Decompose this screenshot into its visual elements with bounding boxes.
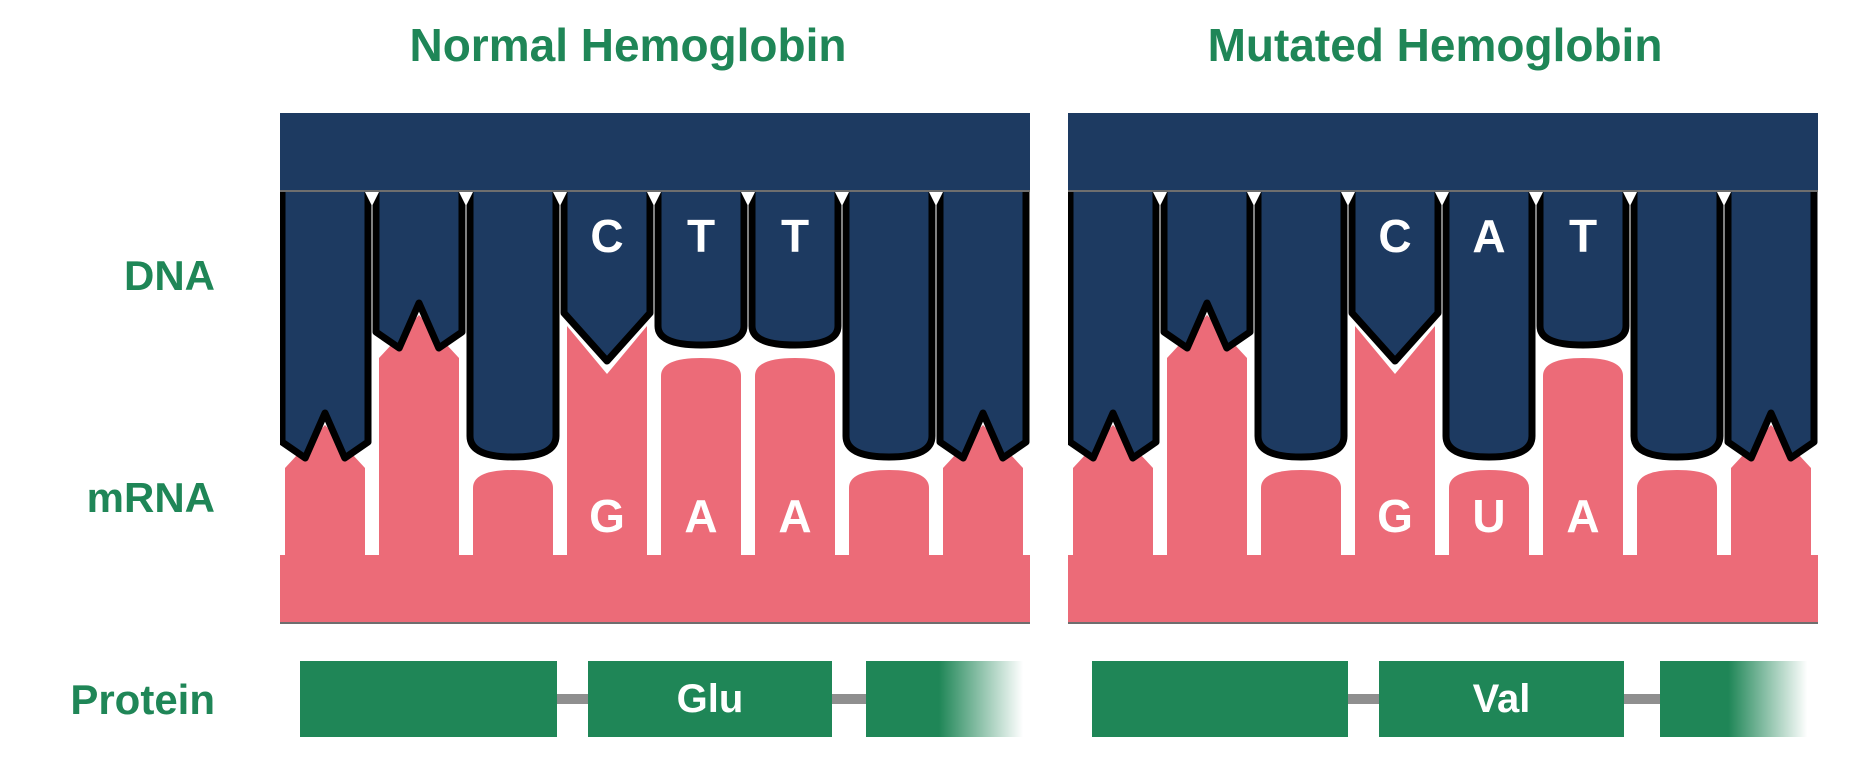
svg-text:G: G [1377, 490, 1413, 542]
svg-text:C: C [1378, 210, 1411, 262]
protein-connector [557, 694, 588, 704]
svg-text:A: A [684, 490, 717, 542]
dna-mrna-strands-mutated: C G A U T A [1068, 113, 1818, 624]
panel-title-normal: Normal Hemoglobin [409, 19, 847, 71]
svg-text:T: T [687, 210, 715, 262]
protein-segment [1092, 661, 1348, 737]
protein-segment-fading [866, 661, 1028, 737]
svg-text:A: A [778, 490, 811, 542]
row-label-mrna: mRNA [86, 474, 215, 521]
protein-segment-val: Val [1379, 661, 1624, 737]
svg-text:U: U [1472, 490, 1505, 542]
protein-connector [832, 694, 866, 704]
protein-connector [1624, 694, 1660, 704]
dna-mrna-strands-normal: C G T A T A [280, 113, 1030, 624]
amino-acid-label-mutated: Val [1472, 676, 1531, 721]
protein-segment [300, 661, 557, 737]
svg-text:T: T [781, 210, 809, 262]
svg-text:C: C [590, 210, 623, 262]
panel-title-mutated: Mutated Hemoglobin [1207, 19, 1663, 71]
svg-text:A: A [1566, 490, 1599, 542]
svg-text:G: G [589, 490, 625, 542]
svg-text:A: A [1472, 210, 1505, 262]
row-label-protein: Protein [70, 676, 215, 723]
protein-segment-fading [1660, 661, 1812, 737]
protein-segment-glu: Glu [588, 661, 832, 737]
row-label-dna: DNA [124, 252, 215, 299]
protein-connector [1348, 694, 1379, 704]
svg-text:T: T [1569, 210, 1597, 262]
amino-acid-label-normal: Glu [676, 676, 744, 721]
